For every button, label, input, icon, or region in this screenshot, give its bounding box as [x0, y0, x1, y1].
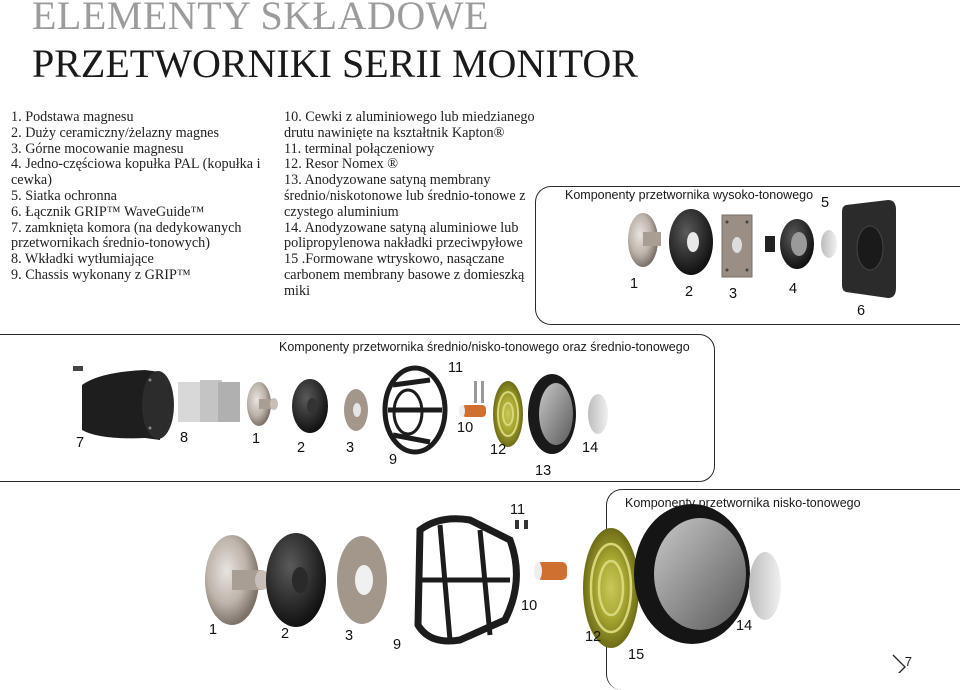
part-number: 9 — [393, 637, 402, 653]
legend-item: 8. Wkładki wytłumiające — [11, 251, 154, 268]
part-number: 3 — [346, 440, 355, 456]
part-number: 12 — [585, 629, 602, 645]
legend-item: 7. zamknięta komora (na dedykowanych prz… — [11, 219, 242, 252]
midrange-section-label: Komponenty przetwornika średnio/nisko-to… — [276, 340, 693, 354]
legend-item: 2. Duży ceramiczny/żelazny magnes — [11, 124, 219, 141]
legend-item: 3. Górne mocowanie magnesu — [11, 140, 184, 157]
magnet-hole — [687, 232, 699, 252]
legend-item: 9. Chassis wykonany z GRIP™ — [11, 266, 191, 283]
part-number: 3 — [345, 628, 354, 644]
chassis — [414, 515, 520, 645]
terminal — [765, 236, 775, 252]
legend-item: 15 .Formowane wtryskowo, nasączane carbo… — [284, 251, 525, 299]
terminal-small — [73, 366, 83, 371]
part-number: 10 — [457, 420, 474, 436]
exploded-view-illustration — [73, 200, 906, 673]
midrange-frame — [0, 334, 715, 482]
part-number: 1 — [252, 431, 261, 447]
page-corner-mark — [892, 654, 906, 673]
legend-item: 5. Siatka ochronna — [11, 187, 117, 204]
part-number: 3 — [729, 286, 738, 302]
part-number: 1 — [630, 276, 639, 292]
part-number: 13 — [535, 463, 552, 479]
tweeter-section-label: Komponenty przetwornika wysoko-tonowego — [562, 188, 817, 202]
dust-cap — [749, 552, 781, 620]
part-number: 5 — [821, 195, 830, 211]
part-number: 15 — [628, 647, 645, 663]
protective-grille — [821, 230, 837, 258]
page-title-line2: PRZETWORNIKI SERII MONITOR — [32, 41, 638, 86]
legend-item: 14. Anodyzowane satyną aluminiowe lub po… — [284, 219, 523, 252]
magnet-base-pole — [643, 232, 661, 246]
page-number: 7 — [904, 654, 912, 669]
part-number: 2 — [297, 440, 306, 456]
parts-legend-middle: 10. Cewki z aluminiowego lub miedzianego… — [284, 109, 549, 300]
legend-item: 4. Jedno-częściowa kopułka PAL (kopułka … — [11, 156, 261, 189]
part-number: 11 — [448, 360, 464, 376]
part-number: 2 — [281, 626, 290, 642]
legend-item: 10. Cewki z aluminiowego lub miedzianego… — [284, 109, 535, 141]
page-title-line1: ELEMENTY SKŁADOWE — [32, 0, 489, 38]
voice-coil — [462, 405, 486, 417]
terminal-small — [515, 520, 519, 529]
chassis — [382, 365, 448, 455]
damping-insert — [178, 382, 202, 422]
part-number: 10 — [521, 598, 538, 614]
part-number: 4 — [789, 281, 798, 297]
terminal-wire — [474, 381, 477, 403]
voice-coil — [537, 562, 567, 580]
legend-item: 11. terminal połączeniowy — [284, 140, 435, 157]
tweeter-parts — [628, 200, 896, 298]
part-number: 14 — [582, 440, 599, 456]
tweeter-frame — [535, 186, 960, 325]
part-number: 6 — [857, 303, 866, 319]
legend-item: 6. Łącznik GRIP™ WaveGuide™ — [11, 203, 205, 220]
part-number: 2 — [685, 284, 694, 300]
part-number: 11 — [510, 502, 526, 518]
woofer-parts — [205, 504, 781, 648]
legend-item: 12. Resor Nomex ® — [284, 156, 399, 173]
parts-legend-left: 1. Podstawa magnesu 2. Duży ceramiczny/ż… — [11, 109, 266, 284]
midrange-parts — [73, 365, 608, 455]
closed-chamber — [82, 370, 160, 440]
part-number: 8 — [180, 430, 189, 446]
legend-item: 13. Anodyzowane satyną membrany średnio/… — [284, 172, 526, 220]
part-number: 12 — [490, 442, 507, 458]
legend-item: 1. Podstawa magnesu — [11, 109, 134, 125]
part-number: 9 — [389, 452, 398, 468]
part-number: 1 — [209, 622, 218, 638]
part-number: 14 — [736, 618, 753, 634]
part-number: 7 — [76, 435, 85, 451]
dust-cap — [588, 394, 608, 434]
